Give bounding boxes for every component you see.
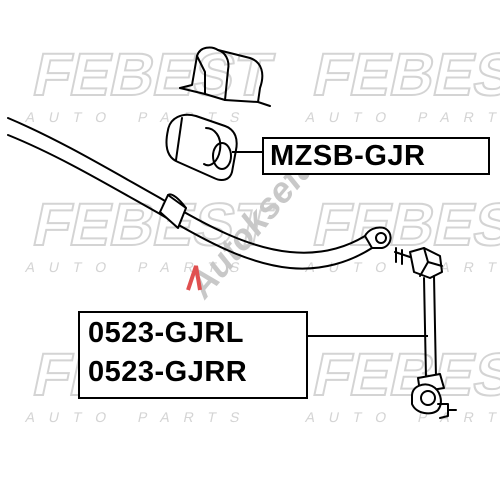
stabilizer-bar [7,117,392,270]
watermark-febest-2: FEBEST AUTO PARTS [304,40,500,125]
part-number-label: MZSB-GJR [270,140,426,172]
bushing-bracket [179,46,271,107]
watermark-brand-text: FEBEST [28,41,279,108]
watermark-febest-1: FEBEST AUTO PARTS [24,40,280,125]
part-number-label-left: 0523-GJRL [88,317,245,349]
watermark-subtitle-text: AUTO PARTS [304,109,500,125]
callout-bushing-part-number: MZSB-GJR [262,137,490,175]
watermark-subtitle-text: AUTO PARTS [304,259,500,275]
parts-drawing [7,46,457,419]
part-number-label-right: 0523-GJRR [88,356,248,388]
stabilizer-link [394,247,457,419]
watermark-febest-6: FEBEST AUTO PARTS [304,340,500,425]
callout-link-part-numbers: 0523-GJRL 0523-GJRR [78,311,308,399]
watermark-subtitle-text: AUTO PARTS [24,409,255,425]
watermark-brand-text: FEBEST [28,191,279,258]
overlay-logo-accent [186,265,202,291]
watermark-brand-text: FEBEST [308,41,500,108]
watermark-subtitle-text: AUTO PARTS [304,409,500,425]
rubber-bushing [165,113,238,181]
watermark-subtitle-text: AUTO PARTS [24,109,255,125]
watermark-brand-text: FEBEST [308,341,500,408]
